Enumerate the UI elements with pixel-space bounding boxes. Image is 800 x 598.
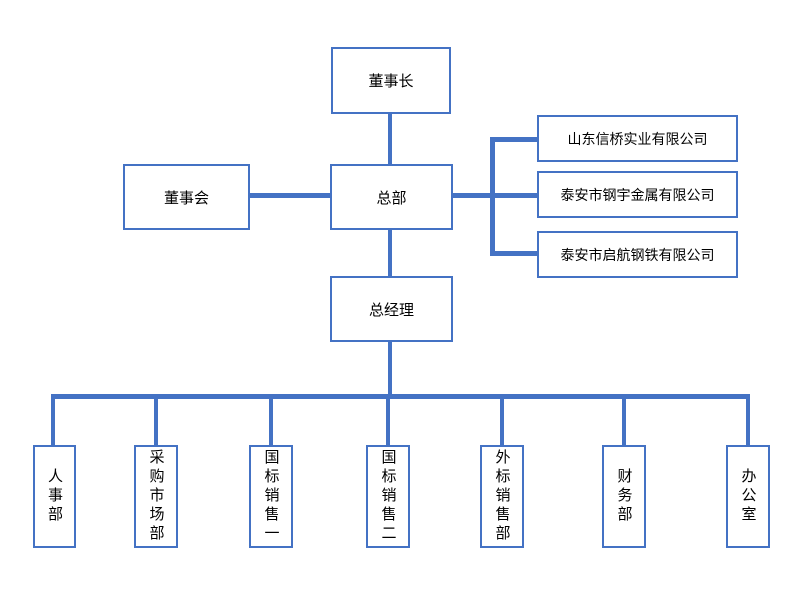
connector-department-bus: [51, 394, 750, 399]
connector-subsidiary-vertical: [490, 137, 495, 256]
connector-drop-dept2: [154, 396, 158, 446]
connector-drop-dept4: [386, 396, 390, 446]
node-dept-finance[interactable]: 财务部: [602, 445, 646, 548]
node-subsidiary-3-label: 泰安市启航钢铁有限公司: [560, 246, 715, 263]
node-chairman-label: 董事长: [368, 73, 414, 90]
connector-drop-dept3: [269, 396, 273, 446]
node-dept-national-sales-1-label: 国标销售一: [262, 449, 280, 544]
connector-subsidiary-bottom-branch: [490, 251, 537, 256]
connector-drop-dept7: [746, 394, 750, 446]
node-chairman[interactable]: 董事长: [331, 47, 451, 114]
connector-hq-gm: [388, 229, 392, 277]
node-dept-national-sales-2-label: 国标销售二: [379, 449, 397, 544]
node-subsidiary-2-label: 泰安市钢宇金属有限公司: [560, 186, 715, 203]
node-headquarters[interactable]: 总部: [330, 164, 453, 230]
node-subsidiary-3[interactable]: 泰安市启航钢铁有限公司: [537, 231, 738, 278]
node-dept-hr-label: 人事部: [46, 468, 63, 525]
node-general-manager[interactable]: 总经理: [330, 276, 453, 342]
node-dept-purchasing-market[interactable]: 采购市场部: [134, 445, 178, 548]
node-subsidiary-2[interactable]: 泰安市钢宇金属有限公司: [537, 171, 738, 218]
connector-drop-dept5: [500, 396, 504, 446]
node-dept-finance-label: 财务部: [615, 468, 633, 525]
connector-board-hq: [249, 193, 332, 198]
node-subsidiary-1-label: 山东信桥实业有限公司: [567, 130, 708, 147]
node-dept-office[interactable]: 办公室: [726, 445, 770, 548]
node-dept-national-sales-1[interactable]: 国标销售一: [249, 445, 293, 548]
node-general-manager-label: 总经理: [368, 301, 414, 319]
connector-gm-bus: [388, 341, 392, 397]
connector-drop-dept6: [622, 396, 626, 446]
node-dept-purchasing-market-label: 采购市场部: [147, 449, 165, 544]
node-dept-national-sales-2[interactable]: 国标销售二: [366, 445, 410, 548]
node-board[interactable]: 董事会: [123, 164, 250, 230]
node-dept-external-sales[interactable]: 外标销售部: [480, 445, 524, 548]
connector-drop-dept1: [51, 396, 55, 446]
node-dept-hr[interactable]: 人事部: [33, 445, 76, 548]
node-subsidiary-1[interactable]: 山东信桥实业有限公司: [537, 115, 738, 162]
connector-subsidiary-top-branch: [490, 137, 537, 142]
node-headquarters-label: 总部: [376, 189, 407, 207]
node-board-label: 董事会: [163, 189, 209, 207]
node-dept-office-label: 办公室: [739, 468, 757, 525]
node-dept-external-sales-label: 外标销售部: [493, 449, 511, 544]
connector-chairman-hq: [388, 114, 392, 166]
